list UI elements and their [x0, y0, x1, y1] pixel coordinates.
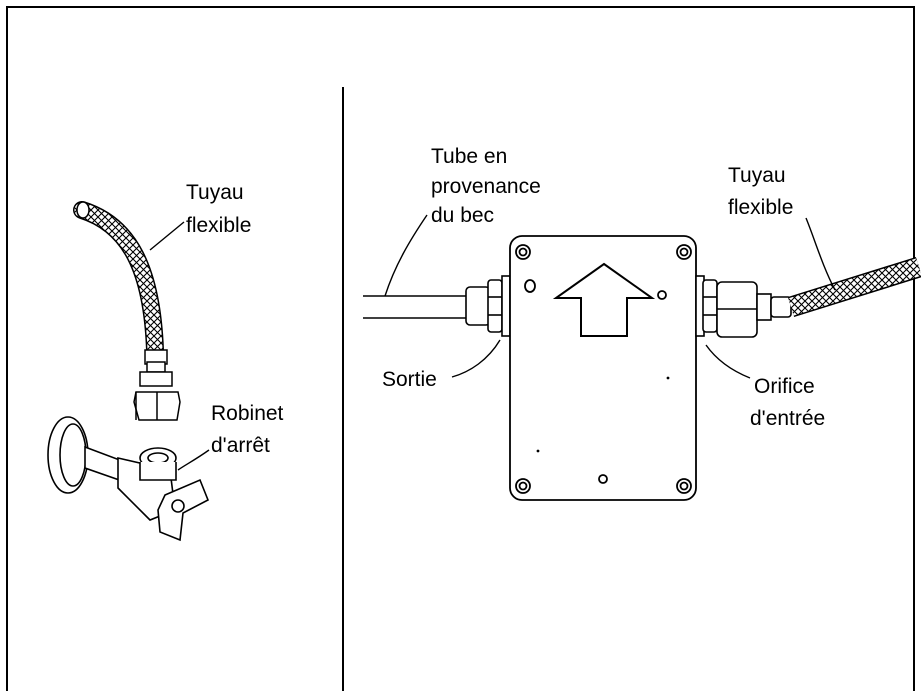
label-spout-tube: Tube en provenance du bec	[431, 145, 547, 227]
label-left-hose: Tuyau flexible	[186, 181, 251, 237]
label-inlet: Orifice d'entrée	[750, 375, 825, 430]
control-box-body	[509, 235, 697, 501]
stop-valve	[47, 416, 210, 542]
flow-direction-arrow	[552, 262, 656, 337]
corner-screw	[676, 244, 692, 260]
flexible-hose-right	[787, 256, 921, 318]
corner-screw	[515, 244, 531, 260]
outlet-fitting	[465, 275, 511, 337]
leader-inlet	[705, 344, 751, 379]
leader-stop-valve	[177, 449, 210, 471]
label-outlet: Sortie	[382, 368, 437, 391]
control-box	[509, 235, 697, 501]
corner-screw	[676, 478, 692, 494]
corner-screw	[515, 478, 531, 494]
inlet-fitting	[695, 275, 792, 338]
flexible-hose-left	[73, 201, 164, 359]
spout-tube	[363, 295, 472, 319]
hose-nut-left	[133, 349, 181, 421]
diagram-frame	[6, 6, 915, 691]
leader-right-hose	[805, 217, 836, 291]
leader-left-hose	[149, 221, 185, 251]
label-stop-valve: Robinet d'arrêt	[211, 402, 289, 457]
leader-spout-tube	[384, 214, 428, 297]
label-right-hose: Tuyau flexible	[728, 164, 793, 219]
leader-outlet	[451, 339, 501, 378]
